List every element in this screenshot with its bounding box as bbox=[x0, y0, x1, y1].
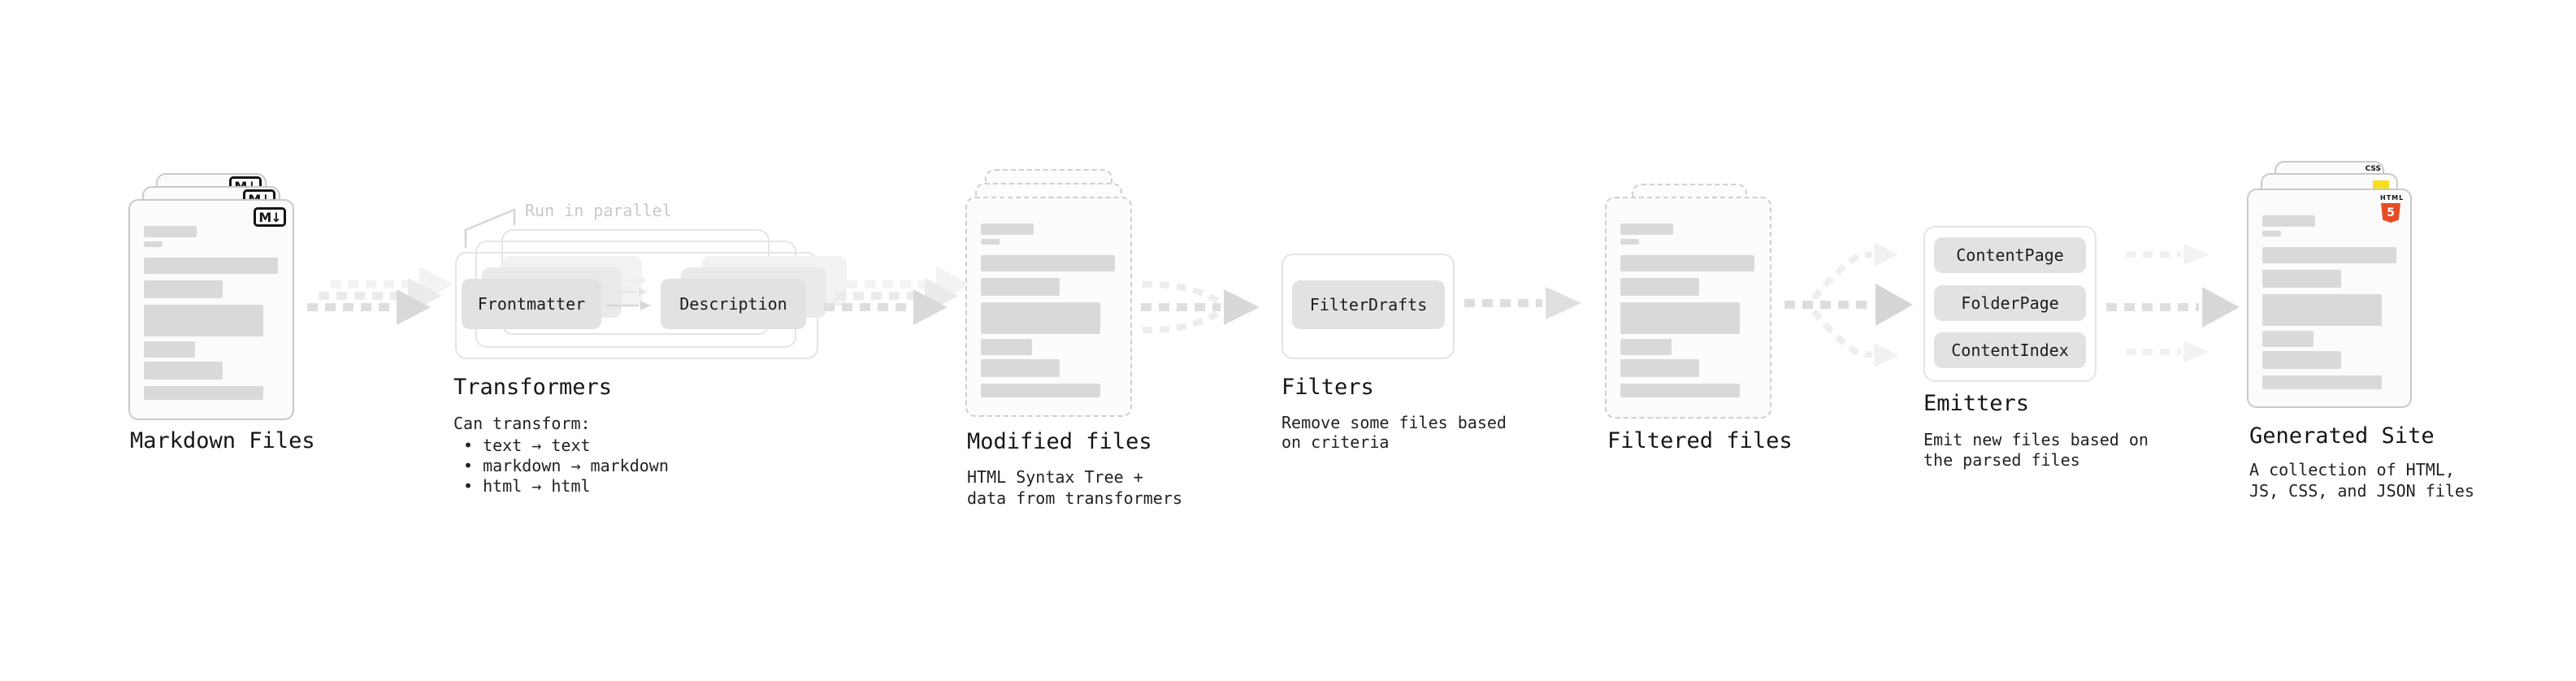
text-line bbox=[144, 241, 163, 247]
text-line bbox=[981, 223, 1034, 235]
generated-description-line1: A collection of HTML, bbox=[2249, 460, 2455, 479]
text-line bbox=[144, 386, 263, 400]
text-line bbox=[144, 226, 197, 237]
modified-description-line1: HTML Syntax Tree + bbox=[967, 467, 1143, 487]
parallel-output-arrows-icon bbox=[2106, 244, 2240, 362]
stage-label-modified: Modified files bbox=[967, 429, 1152, 454]
text-line bbox=[2262, 215, 2315, 227]
text-line bbox=[2262, 351, 2341, 369]
text-line bbox=[1620, 223, 1673, 235]
merge-arrow-icon bbox=[1141, 280, 1260, 334]
text-line bbox=[144, 362, 223, 380]
description-box: Description bbox=[661, 279, 806, 329]
text-line bbox=[2262, 231, 2281, 236]
parallel-arrows-icon bbox=[606, 276, 651, 310]
stacked-arrow-icon bbox=[307, 267, 453, 325]
folderpage-box: FolderPage bbox=[1934, 285, 2086, 321]
contentindex-box: ContentIndex bbox=[1934, 332, 2086, 368]
transformers-bullet-1: • text → text bbox=[463, 436, 591, 455]
modified-description-line2: data from transformers bbox=[967, 488, 1182, 508]
emitters-description-line1: Emit new files based on bbox=[1923, 430, 2149, 449]
run-in-parallel-annotation: Run in parallel bbox=[525, 201, 672, 220]
text-line bbox=[2262, 294, 2382, 326]
stage-label-markdown: Markdown Files bbox=[130, 428, 315, 453]
doc-page-front: HTML 5 bbox=[2247, 189, 2412, 408]
stage-label-generated: Generated Site bbox=[2249, 423, 2435, 449]
stage-label-filtered: Filtered files bbox=[1607, 428, 1793, 453]
text-line bbox=[2262, 331, 2314, 347]
fanout-arrow-icon bbox=[1785, 242, 1913, 367]
text-line bbox=[2262, 247, 2396, 263]
frontmatter-box: Frontmatter bbox=[462, 279, 601, 329]
stage-label-emitters: Emitters bbox=[1923, 391, 2030, 416]
text-line bbox=[2262, 375, 2382, 389]
text-line bbox=[2262, 270, 2341, 288]
stage-label-transformers: Transformers bbox=[453, 375, 613, 400]
text-line bbox=[144, 341, 195, 358]
annotation-callout-line bbox=[464, 208, 516, 248]
markdown-icon: M↓ bbox=[254, 207, 286, 227]
contentpage-box: ContentPage bbox=[1934, 237, 2086, 273]
js-icon bbox=[2373, 180, 2389, 191]
text-line bbox=[1620, 384, 1740, 397]
text-line bbox=[981, 339, 1032, 355]
text-line bbox=[981, 255, 1115, 271]
doc-page-front: M↓ bbox=[128, 199, 294, 420]
dashed-arrow-icon bbox=[1464, 287, 1581, 319]
text-line bbox=[981, 302, 1100, 334]
text-line bbox=[981, 278, 1060, 296]
text-line bbox=[1620, 255, 1754, 271]
text-line bbox=[144, 305, 263, 336]
text-line bbox=[1620, 302, 1740, 334]
stage-label-filters: Filters bbox=[1281, 375, 1374, 400]
text-line bbox=[981, 359, 1060, 377]
filters-description-line1: Remove some files based bbox=[1281, 413, 1507, 432]
doc-page-front bbox=[965, 197, 1132, 417]
text-line bbox=[981, 239, 1000, 245]
stacked-arrow-icon bbox=[824, 267, 970, 325]
text-line bbox=[1620, 359, 1699, 377]
doc-page-front bbox=[1605, 197, 1772, 419]
filters-description-line2: on criteria bbox=[1281, 432, 1390, 452]
text-line bbox=[1620, 339, 1672, 355]
text-line bbox=[144, 280, 223, 298]
text-line bbox=[1620, 278, 1699, 296]
emitters-description-line2: the parsed files bbox=[1923, 450, 2080, 470]
text-line bbox=[144, 258, 278, 274]
transformers-bullet-2: • markdown → markdown bbox=[463, 456, 669, 475]
transformers-description: Can transform: bbox=[453, 414, 591, 433]
text-line bbox=[1620, 239, 1639, 245]
html5-icon: HTML 5 bbox=[2380, 194, 2403, 223]
transformers-bullet-3: • html → html bbox=[463, 476, 591, 496]
generated-description-line2: JS, CSS, and JSON files bbox=[2249, 481, 2474, 501]
text-line bbox=[981, 384, 1100, 397]
filterdrafts-box: FilterDrafts bbox=[1292, 280, 1445, 329]
